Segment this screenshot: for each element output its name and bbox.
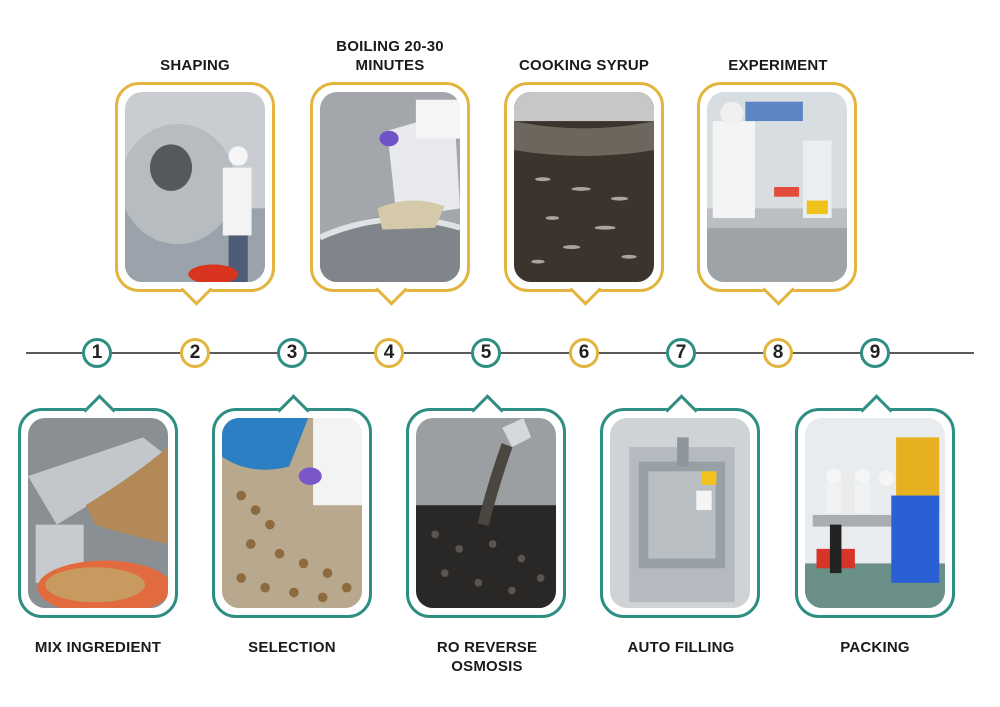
step-5-label-line2: OSMOSIS bbox=[451, 658, 523, 675]
step-2-number: 2 bbox=[189, 342, 201, 363]
step-1-number: 1 bbox=[91, 342, 103, 363]
mix-ingredient-photo bbox=[28, 418, 168, 608]
step-4-label: BOILING 20-30 MINUTES bbox=[290, 37, 490, 75]
step-1-label: MIX INGREDIENT bbox=[34, 639, 162, 656]
step-1-node: 1 bbox=[82, 338, 112, 368]
step-2-label: SHAPING bbox=[160, 57, 230, 74]
step-3-label: SELECTION bbox=[248, 639, 336, 656]
shaping-photo bbox=[125, 92, 265, 282]
step-4-label-line1: BOILING 20-30 bbox=[336, 38, 444, 55]
step-5-label: RO REVERSE OSMOSIS bbox=[387, 638, 587, 676]
selection-photo bbox=[222, 418, 362, 608]
step-8-number: 8 bbox=[772, 342, 784, 363]
step-1-bubble bbox=[18, 394, 178, 618]
step-4-bubble bbox=[310, 82, 470, 306]
step-8-bubble bbox=[697, 82, 857, 306]
step-6-number: 6 bbox=[578, 342, 590, 363]
step-2-bubble bbox=[115, 82, 275, 306]
experiment-photo bbox=[707, 92, 847, 282]
auto-filling-photo bbox=[610, 418, 750, 608]
step-7-node: 7 bbox=[666, 338, 696, 368]
step-6-label: COOKING SYRUP bbox=[518, 57, 650, 74]
step-5-node: 5 bbox=[471, 338, 501, 368]
step-3-node: 3 bbox=[277, 338, 307, 368]
packing-photo bbox=[805, 418, 945, 608]
step-4-node: 4 bbox=[374, 338, 404, 368]
step-6-node: 6 bbox=[569, 338, 599, 368]
step-7-number: 7 bbox=[675, 342, 687, 363]
step-4-label-line2: MINUTES bbox=[355, 57, 425, 74]
step-3-bubble bbox=[212, 394, 372, 618]
step-5-bubble bbox=[406, 394, 566, 618]
step-9-number: 9 bbox=[869, 342, 881, 363]
ro-reverse-osmosis-photo bbox=[416, 418, 556, 608]
step-9-node: 9 bbox=[860, 338, 890, 368]
step-2-node: 2 bbox=[180, 338, 210, 368]
step-5-number: 5 bbox=[480, 342, 492, 363]
step-7-label: AUTO FILLING bbox=[627, 639, 735, 656]
step-8-node: 8 bbox=[763, 338, 793, 368]
step-9-bubble bbox=[795, 394, 955, 618]
step-3-number: 3 bbox=[286, 342, 298, 363]
cooking-syrup-photo bbox=[514, 92, 654, 282]
step-5-label-line1: RO REVERSE bbox=[436, 639, 538, 656]
step-6-bubble bbox=[504, 82, 664, 306]
boiling-photo bbox=[320, 92, 460, 282]
step-4-number: 4 bbox=[383, 342, 395, 363]
step-7-bubble bbox=[600, 394, 760, 618]
step-8-label: EXPERIMENT bbox=[728, 57, 828, 74]
step-9-label: PACKING bbox=[840, 639, 910, 656]
